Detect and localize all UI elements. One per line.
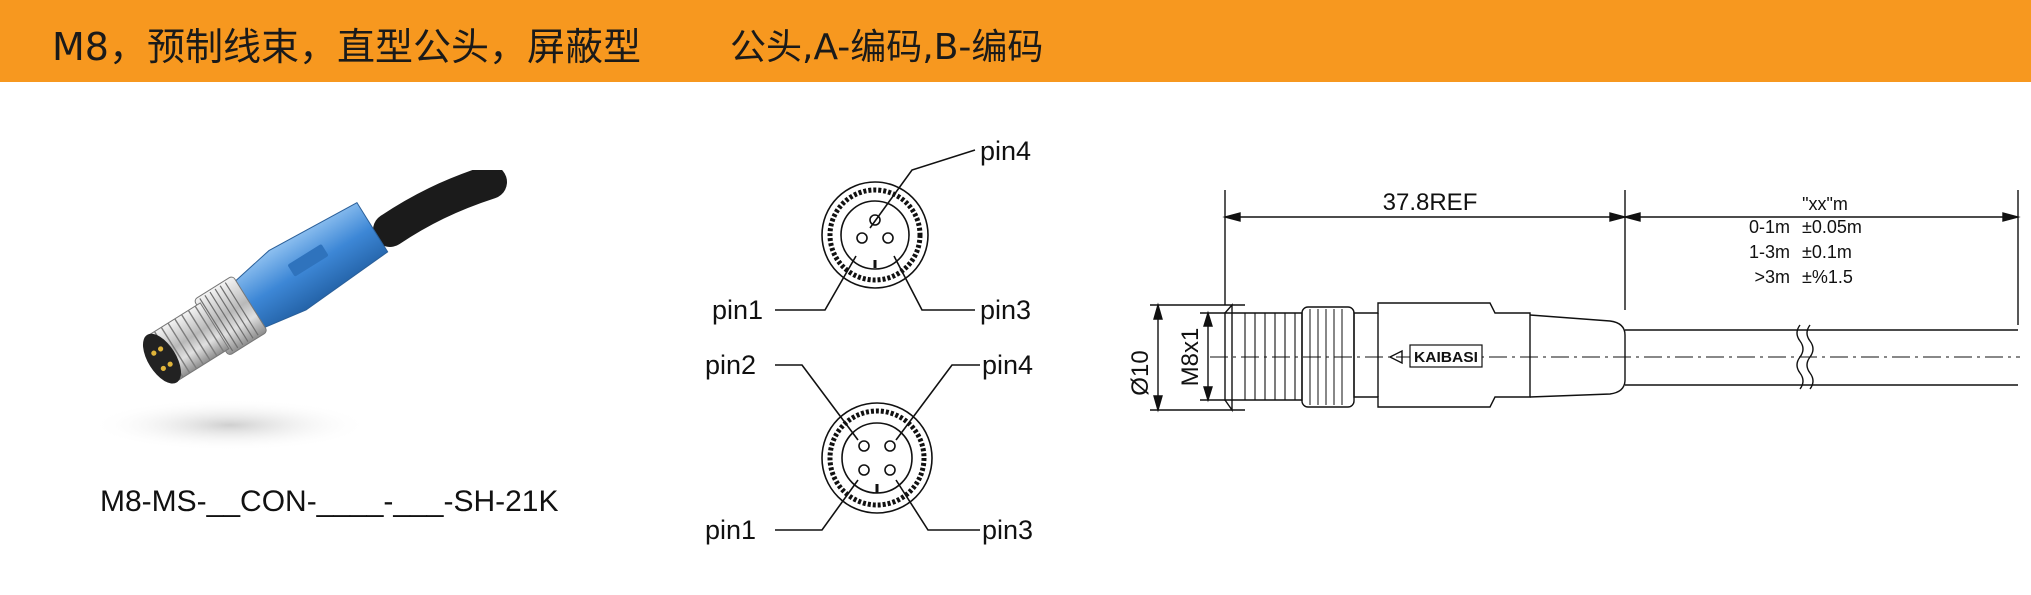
pin-4 <box>884 440 896 452</box>
product-photo <box>90 170 507 451</box>
drawing-brand-label: KAIBASI <box>1414 349 1478 366</box>
tolerance-value-3: ±%1.5 <box>1802 267 1853 287</box>
pinout-a-coded <box>775 149 976 311</box>
drawing-thread <box>1224 312 1303 401</box>
b-pin4-label: pin4 <box>982 350 1033 380</box>
tolerance-value-2: ±0.1m <box>1802 242 1852 262</box>
b-pin1-label: pin1 <box>705 515 756 545</box>
page-title: M8，预制线束，直型公头，屏蔽型 <box>52 25 641 69</box>
page-subtitle: 公头,A-编码,B-编码 <box>730 27 1044 68</box>
dimension-drawing: KAIBASI 37.8REF "xx"m 0-1m ±0.05m 1-3m ±… <box>1127 189 2021 413</box>
pin-3 <box>882 232 894 244</box>
ref-length-label: 37.8REF <box>1383 189 1478 216</box>
part-number: M8-MS-__CON-____-___-SH-21K <box>100 485 559 518</box>
diameter-label: Ø10 <box>1127 350 1154 395</box>
title-banner: M8，预制线束，直型公头，屏蔽型 公头,A-编码,B-编码 <box>0 0 2031 82</box>
drawing-strain-relief <box>1529 314 1626 398</box>
pin-1 <box>858 464 870 476</box>
pin-1 <box>856 232 868 244</box>
tolerance-range-3: >3m <box>1754 267 1790 287</box>
drawing-brand-plate <box>1409 344 1483 368</box>
tolerance-range-1: 0-1m <box>1749 217 1790 237</box>
pinout-diagrams: pin4 pin1 pin3 pin2 pin4 pin1 pin3 <box>705 136 1033 545</box>
b-pin3-label: pin3 <box>982 515 1033 545</box>
thread-label: M8x1 <box>1177 328 1204 387</box>
tolerance-range-2: 1-3m <box>1749 242 1790 262</box>
a-pin1-label: pin1 <box>712 295 763 325</box>
pin-2 <box>858 440 870 452</box>
a-pin3-label: pin3 <box>980 295 1031 325</box>
a-pin4-label: pin4 <box>980 136 1031 166</box>
cable <box>373 170 507 247</box>
tolerance-value-1: ±0.05m <box>1802 217 1862 237</box>
cable-length-label: "xx"m <box>1802 194 1848 214</box>
pinout-b-coded <box>775 364 980 531</box>
pin-3 <box>884 464 896 476</box>
pin-4 <box>869 214 881 226</box>
b-pin2-label: pin2 <box>705 350 756 380</box>
